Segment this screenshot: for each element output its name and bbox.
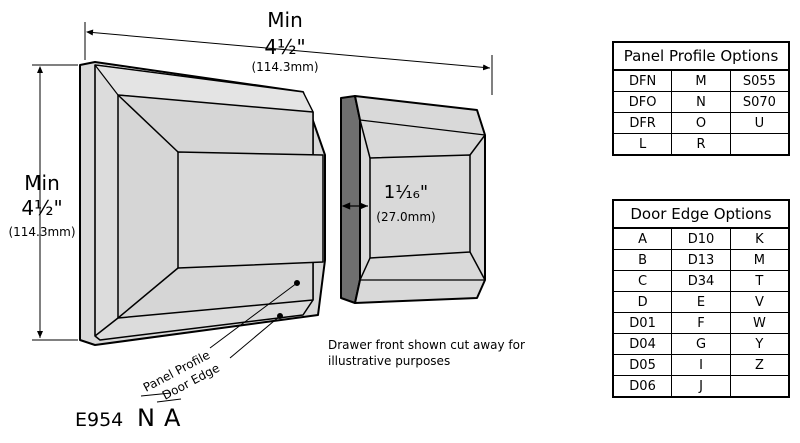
table-row: D05 I Z: [612, 354, 790, 376]
table-cell: DFN: [612, 69, 673, 92]
door-edge-options-table: Door Edge Options A D10 K B D13 M C D34 …: [612, 199, 790, 398]
height-dimension: [32, 64, 78, 341]
table-cell: A: [612, 227, 673, 250]
table-cell: S070: [729, 91, 790, 113]
callout-leaders: [140, 280, 300, 403]
panel-profile-options-table: Panel Profile Options DFN M S055 DFO N S…: [612, 41, 790, 156]
height-label: Min: [24, 171, 60, 195]
table-cell: U: [729, 112, 790, 134]
table-cell: [729, 375, 790, 398]
part-number-profile-code: N: [137, 404, 155, 432]
table-cell: DFO: [612, 91, 673, 113]
width-value: 4½": [264, 35, 305, 59]
table-cell: G: [671, 333, 731, 355]
width-label: Min: [267, 8, 303, 32]
table-cell: C: [612, 270, 673, 292]
table-cell: D13: [671, 249, 731, 271]
table-cell: D34: [671, 270, 731, 292]
table-cell: [729, 133, 790, 156]
table-cell: N: [671, 91, 731, 113]
height-metric: (114.3mm): [8, 225, 75, 239]
table-cell: T: [729, 270, 790, 292]
table-row: D E V: [612, 291, 790, 313]
door-edge-options-title: Door Edge Options: [612, 199, 790, 229]
table-row: DFN M S055: [612, 69, 790, 92]
table-cell: K: [729, 227, 790, 250]
table-cell: D06: [612, 375, 673, 398]
panel-profile-options-body: DFN M S055 DFO N S070 DFR O U L R: [612, 69, 790, 156]
left-front-raised-panel: [177, 151, 324, 269]
table-row: D04 G Y: [612, 333, 790, 355]
table-cell: L: [612, 133, 673, 156]
table-row: D06 J: [612, 375, 790, 398]
table-cell: E: [671, 291, 731, 313]
table-cell: D01: [612, 312, 673, 334]
height-value: 4½": [21, 196, 62, 220]
table-row: C D34 T: [612, 270, 790, 292]
table-cell: D05: [612, 354, 673, 376]
table-cell: I: [671, 354, 731, 376]
table-cell: D04: [612, 333, 673, 355]
left-drawer-front: [79, 61, 326, 346]
table-cell: R: [671, 133, 731, 156]
table-cell: V: [729, 291, 790, 313]
table-cell: D: [612, 291, 673, 313]
table-cell: J: [671, 375, 731, 398]
width-metric: (114.3mm): [251, 60, 318, 74]
thickness-metric: (27.0mm): [376, 210, 435, 224]
thickness-value: 1¹⁄₁₆": [384, 182, 428, 203]
table-row: D01 F W: [612, 312, 790, 334]
part-number-prefix: E954: [75, 409, 123, 431]
table-cell: B: [612, 249, 673, 271]
table-cell: M: [729, 249, 790, 271]
width-dimension: [84, 22, 493, 95]
table-row: A D10 K: [612, 227, 790, 250]
right-front-raised-panel: [369, 154, 471, 259]
table-cell: W: [729, 312, 790, 334]
table-cell: DFR: [612, 112, 673, 134]
table-cell: F: [671, 312, 731, 334]
table-cell: S055: [729, 69, 790, 92]
table-cell: M: [671, 69, 731, 92]
table-cell: Y: [729, 333, 790, 355]
table-row: DFR O U: [612, 112, 790, 134]
table-row: DFO N S070: [612, 91, 790, 113]
cutaway-edge-section: [340, 95, 361, 304]
table-cell: O: [671, 112, 731, 134]
right-cutaway-drawer-front: [340, 95, 486, 304]
table-cell: D10: [671, 227, 731, 250]
panel-profile-options-title: Panel Profile Options: [612, 41, 790, 71]
part-number-edge-code: A: [164, 404, 181, 432]
door-edge-options-body: A D10 K B D13 M C D34 T D E V D01 F W D0…: [612, 227, 790, 398]
table-row: L R: [612, 133, 790, 156]
cutaway-note-line2: illustrative purposes: [328, 354, 450, 368]
cutaway-note-line1: Drawer front shown cut away for: [328, 338, 525, 352]
table-cell: Z: [729, 354, 790, 376]
table-row: B D13 M: [612, 249, 790, 271]
